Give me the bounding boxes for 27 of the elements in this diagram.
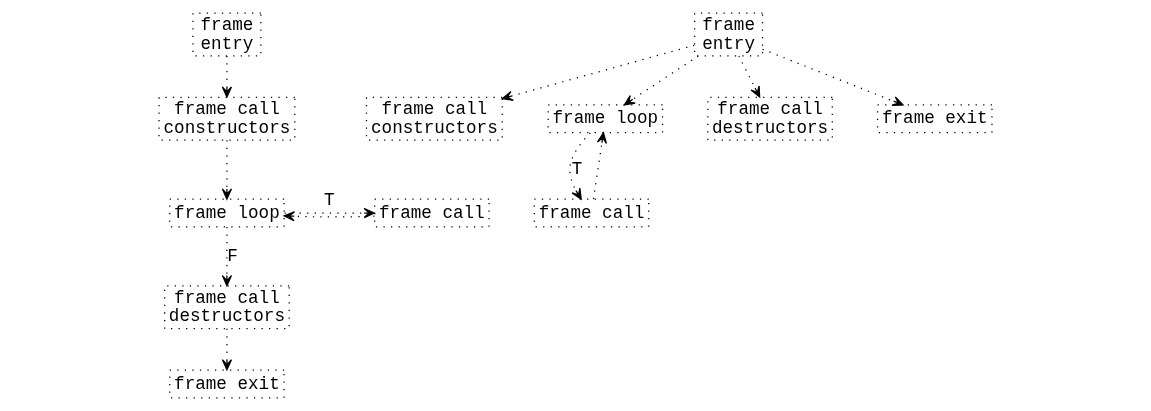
arrow <box>221 226 233 287</box>
arrow <box>569 132 591 200</box>
arrow <box>738 55 761 98</box>
node-box: frame call <box>533 198 650 228</box>
node-box: frame call constructors <box>365 96 503 141</box>
arrow <box>592 132 608 200</box>
node-box: frame call constructors <box>158 96 296 141</box>
edge-label: T <box>324 189 335 210</box>
node-box: frame loop <box>547 104 664 134</box>
arrow <box>762 48 904 107</box>
arrow <box>501 44 695 101</box>
edge-label: T <box>571 159 583 180</box>
node-box: frame exit <box>876 104 993 134</box>
arrow <box>623 55 699 106</box>
node-box: frame loop <box>169 198 285 228</box>
node-box: frame entry <box>694 12 764 57</box>
node-box: frame call destructors <box>164 285 290 330</box>
arrow <box>283 207 375 219</box>
arrow <box>283 211 376 222</box>
node-box: frame exit <box>169 369 285 399</box>
arrow <box>221 139 233 200</box>
arrow <box>221 55 233 98</box>
node-box: frame entry <box>192 12 262 57</box>
arrow <box>221 328 233 371</box>
edge-label: F <box>227 246 238 267</box>
node-box: frame call destructors <box>707 96 833 141</box>
node-box: frame call <box>374 198 490 228</box>
